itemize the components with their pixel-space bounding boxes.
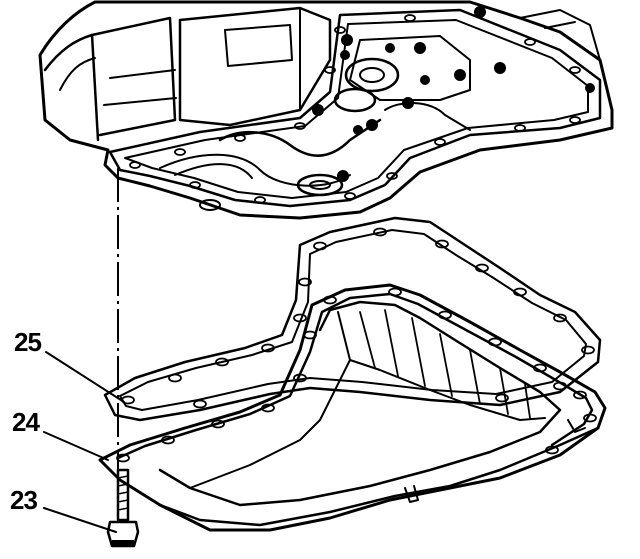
bolt — [106, 468, 140, 548]
gasket — [103, 216, 602, 422]
leader-25 — [45, 351, 125, 403]
callout-label-23: 23 — [10, 485, 38, 515]
case-housing — [38, 0, 614, 220]
leader-23 — [43, 507, 117, 533]
oil-pan — [98, 283, 607, 532]
leader-24 — [43, 431, 109, 461]
callout-label-25: 25 — [14, 327, 42, 357]
callout-label-24: 24 — [12, 407, 40, 437]
